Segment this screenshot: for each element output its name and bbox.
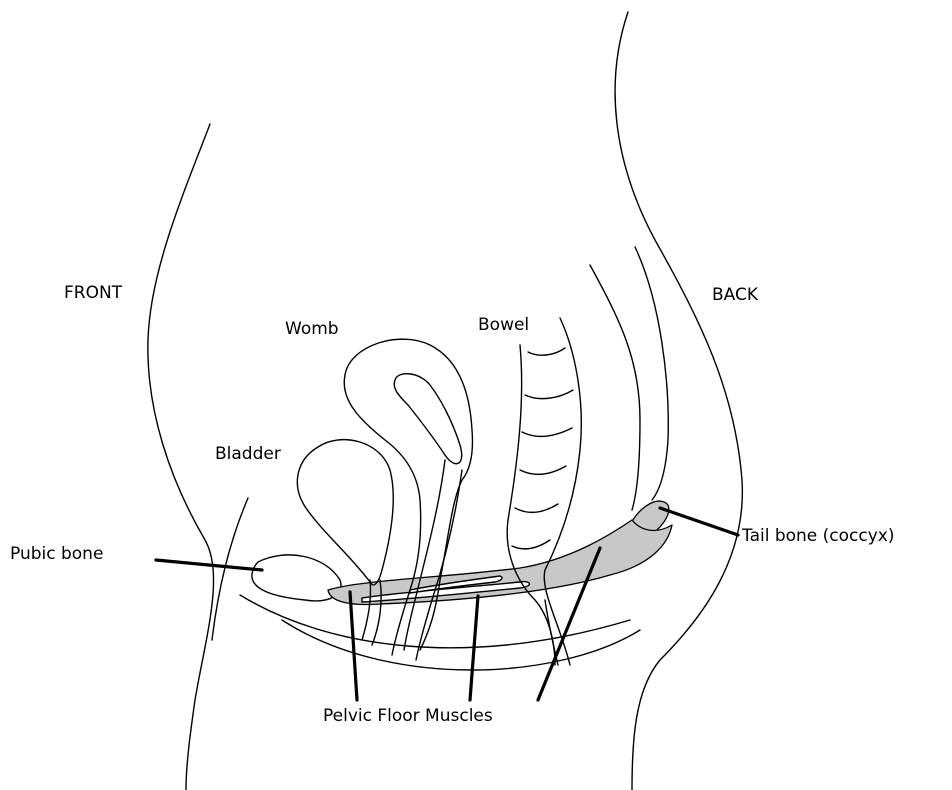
front-body-outline	[148, 124, 214, 790]
bowel-fold-4	[520, 466, 566, 474]
pelvic-floor-leader-left	[350, 592, 357, 700]
lower-curve-outer	[282, 620, 640, 670]
pubic-bone-shape	[252, 555, 341, 601]
pubic-bone-leader	[156, 560, 262, 570]
back-body-outline	[615, 12, 742, 790]
label-bowel: Bowel	[478, 315, 529, 335]
spine-line-inner	[590, 265, 640, 510]
womb-inner	[394, 374, 461, 464]
vagina-line-1	[404, 460, 445, 650]
label-pelvic-floor: Pelvic Floor Muscles	[323, 706, 493, 726]
bowel-fold-2	[525, 390, 573, 399]
label-pubic-bone: Pubic bone	[10, 544, 103, 564]
tail-bone-leader	[660, 508, 738, 535]
bowel-fold-3	[522, 428, 572, 436]
bowel-right-wall	[544, 318, 581, 665]
pelvic-floor-muscle-shape	[328, 520, 672, 604]
spine-line-outer	[635, 247, 668, 500]
label-bladder: Bladder	[215, 444, 281, 464]
womb-outer-left	[344, 375, 420, 655]
label-womb: Womb	[285, 319, 339, 339]
bladder-shape	[297, 440, 393, 585]
label-front: FRONT	[64, 283, 123, 303]
label-tail-bone: Tail bone (coccyx)	[741, 526, 895, 546]
label-back: BACK	[712, 285, 759, 305]
bowel-fold-6	[512, 540, 550, 549]
bowel-fold-5	[515, 504, 558, 512]
bowel-fold-1	[528, 348, 565, 355]
